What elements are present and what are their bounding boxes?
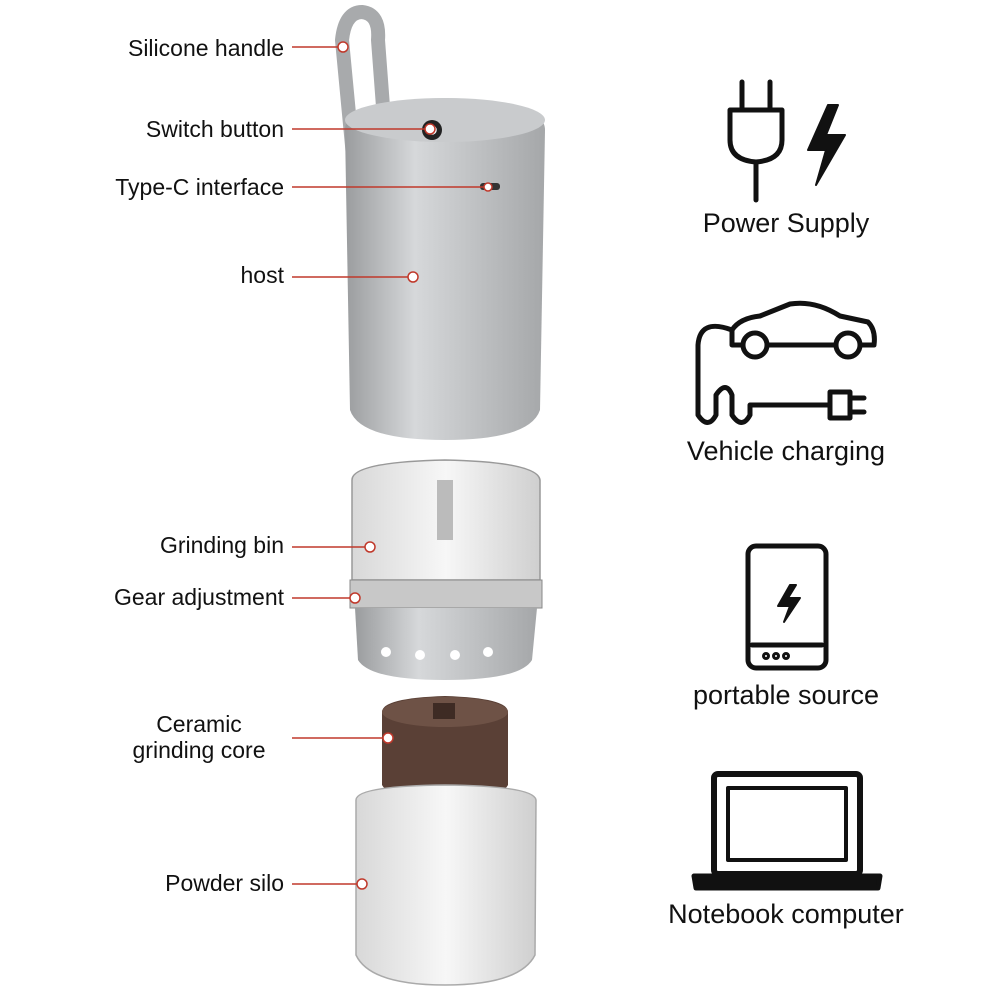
label-vehicle-charging: Vehicle charging xyxy=(686,436,886,466)
grinding-bin xyxy=(349,459,543,680)
host-body xyxy=(345,98,545,440)
car-charging-icon xyxy=(695,300,877,425)
label-type-c: Type-C interface xyxy=(115,174,284,200)
label-notebook-computer: Notebook computer xyxy=(668,899,904,929)
label-portable-source: portable source xyxy=(692,680,880,710)
label-silicone-handle: Silicone handle xyxy=(127,35,284,61)
power-bank-icon xyxy=(745,543,829,671)
plug-lightning-icon xyxy=(727,79,846,203)
label-power-supply: Power Supply xyxy=(702,208,870,238)
label-ceramic-core: Ceramic grinding core xyxy=(132,711,266,763)
laptop-icon xyxy=(691,771,883,891)
label-grinding-bin: Grinding bin xyxy=(159,532,284,558)
label-gear-adjustment: Gear adjustment xyxy=(113,584,284,610)
powder-silo xyxy=(355,784,537,986)
label-switch-button: Switch button xyxy=(145,116,284,142)
label-host: host xyxy=(240,262,284,288)
label-powder-silo: Powder silo xyxy=(165,870,284,896)
ceramic-core xyxy=(382,696,508,800)
silicone-handle xyxy=(334,4,397,237)
leader-lines xyxy=(292,41,493,890)
